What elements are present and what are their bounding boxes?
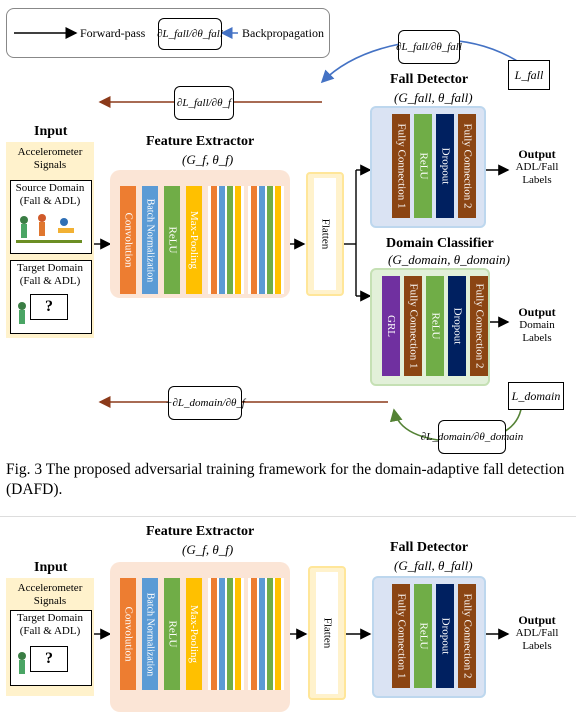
fig3-question-box: ?	[30, 294, 68, 320]
fig3-dc-grl: GRL	[382, 276, 400, 376]
grad-domain-classifier: ∂L_domain/∂θ_domain	[421, 420, 523, 454]
fig3-input-title: Input	[34, 124, 68, 139]
fig3-bn-layer: Batch Normalization	[142, 186, 158, 294]
fig3-pool-layer: Max-Pooling	[186, 186, 202, 294]
fig4-bn-layer: Batch Normalization	[142, 578, 158, 690]
fig4-input-signals: Accelerometer Signals	[17, 582, 83, 607]
fig3-fe-block-2	[208, 186, 244, 294]
fig3-fd-fc1: Fully Connection 1	[392, 114, 410, 218]
grad-fall-feature: ∂L_fall/∂θ_f	[174, 86, 234, 120]
fig4-fd-output-labels: ADL/Fall Labels	[515, 627, 559, 652]
grad-domain-feature: −∂L_domain/∂θ_f	[165, 386, 245, 420]
fig3-conv-layer: Convolution	[120, 186, 136, 294]
fig3-fd-title: Fall Detector	[390, 72, 469, 87]
fig4-flatten: Flatten	[308, 566, 346, 700]
fig3-dc-title: Domain Classifier	[386, 236, 494, 251]
fig4-fe-title: Feature Extractor	[146, 524, 255, 539]
legend-backward-label: Backpropagation	[242, 26, 324, 40]
fig3-fd-fc2: Fully Connection 2	[458, 114, 476, 218]
fig3-fd-output-title: Output	[518, 147, 556, 161]
fig4-target-domain-label: Target Domain (Fall & ADL)	[17, 612, 83, 637]
fig4-target-figure-icon	[18, 652, 26, 674]
fig3-dc-dropout: Dropout	[448, 276, 466, 376]
fig3-caption: Fig. 3 The proposed adversarial training…	[6, 461, 565, 498]
fig3-fd-output-labels: ADL/Fall Labels	[515, 161, 559, 186]
legend-box	[6, 8, 330, 58]
fig4-relu-layer: ReLU	[164, 578, 180, 690]
fig4-fe-block-3	[248, 578, 284, 690]
fig4-question-box: ?	[30, 646, 68, 672]
fig4-pool-layer: Max-Pooling	[186, 578, 202, 690]
fig4-fd-fc1: Fully Connection 1	[392, 584, 410, 688]
fig3-source-domain-label: Source Domain (Fall & ADL)	[15, 182, 85, 207]
fig3-relu-layer: ReLU	[164, 186, 180, 294]
fig3-dc-relu: ReLU	[426, 276, 444, 376]
loss-domain-box: L_domain	[508, 382, 564, 410]
fig3-fd-relu: ReLU	[414, 114, 432, 218]
fig3-dc-fc1: Fully Connection 1	[404, 276, 422, 376]
legend-forward-label: Forward-pass	[80, 26, 146, 40]
fig4-fd-relu: ReLU	[414, 584, 432, 688]
fig3-fd-dropout: Dropout	[436, 114, 454, 218]
target-figure-icon	[18, 302, 26, 324]
fig4-input-title: Input	[34, 560, 68, 575]
fig3-fd-params: (G_fall, θ_fall)	[394, 90, 473, 105]
fig3-fe-title: Feature Extractor	[146, 134, 255, 149]
fig3-input-signals: Accelerometer Signals	[17, 146, 83, 171]
fig4-fd-fc2: Fully Connection 2	[458, 584, 476, 688]
fig4-fd-output-title: Output	[518, 613, 556, 627]
fig3-dc-fc2: Fully Connection 2	[470, 276, 488, 376]
fig3-target-domain-label: Target Domain (Fall & ADL)	[17, 262, 83, 287]
fig4-conv-layer: Convolution	[120, 578, 136, 690]
fig4-fe-params: (G_f, θ_f)	[182, 542, 234, 557]
legend-gradient-box: ∂L_fall/∂θ_fall	[157, 18, 223, 50]
fig4-fd-dropout: Dropout	[436, 584, 454, 688]
fig4-fd-params: (G_fall, θ_fall)	[394, 558, 473, 573]
fall-figures-icon	[16, 214, 82, 243]
fig3-fe-block-3	[248, 186, 284, 294]
fig4-fd-title: Fall Detector	[390, 540, 469, 555]
fig3-flatten: Flatten	[306, 172, 344, 296]
loss-fall-box: L_fall	[508, 60, 550, 90]
fig3-fe-params: (G_f, θ_f)	[182, 152, 234, 167]
fig3-dc-output-labels: Domain Labels	[519, 319, 555, 344]
fig3-dc-output-title: Output	[518, 305, 556, 319]
fig3-dc-params: (G_domain, θ_domain)	[388, 252, 510, 267]
fig4-separator	[0, 516, 576, 517]
grad-fall-top: ∂L_fall/∂θ_fall	[396, 30, 462, 64]
fig4-fe-block-2	[208, 578, 244, 690]
